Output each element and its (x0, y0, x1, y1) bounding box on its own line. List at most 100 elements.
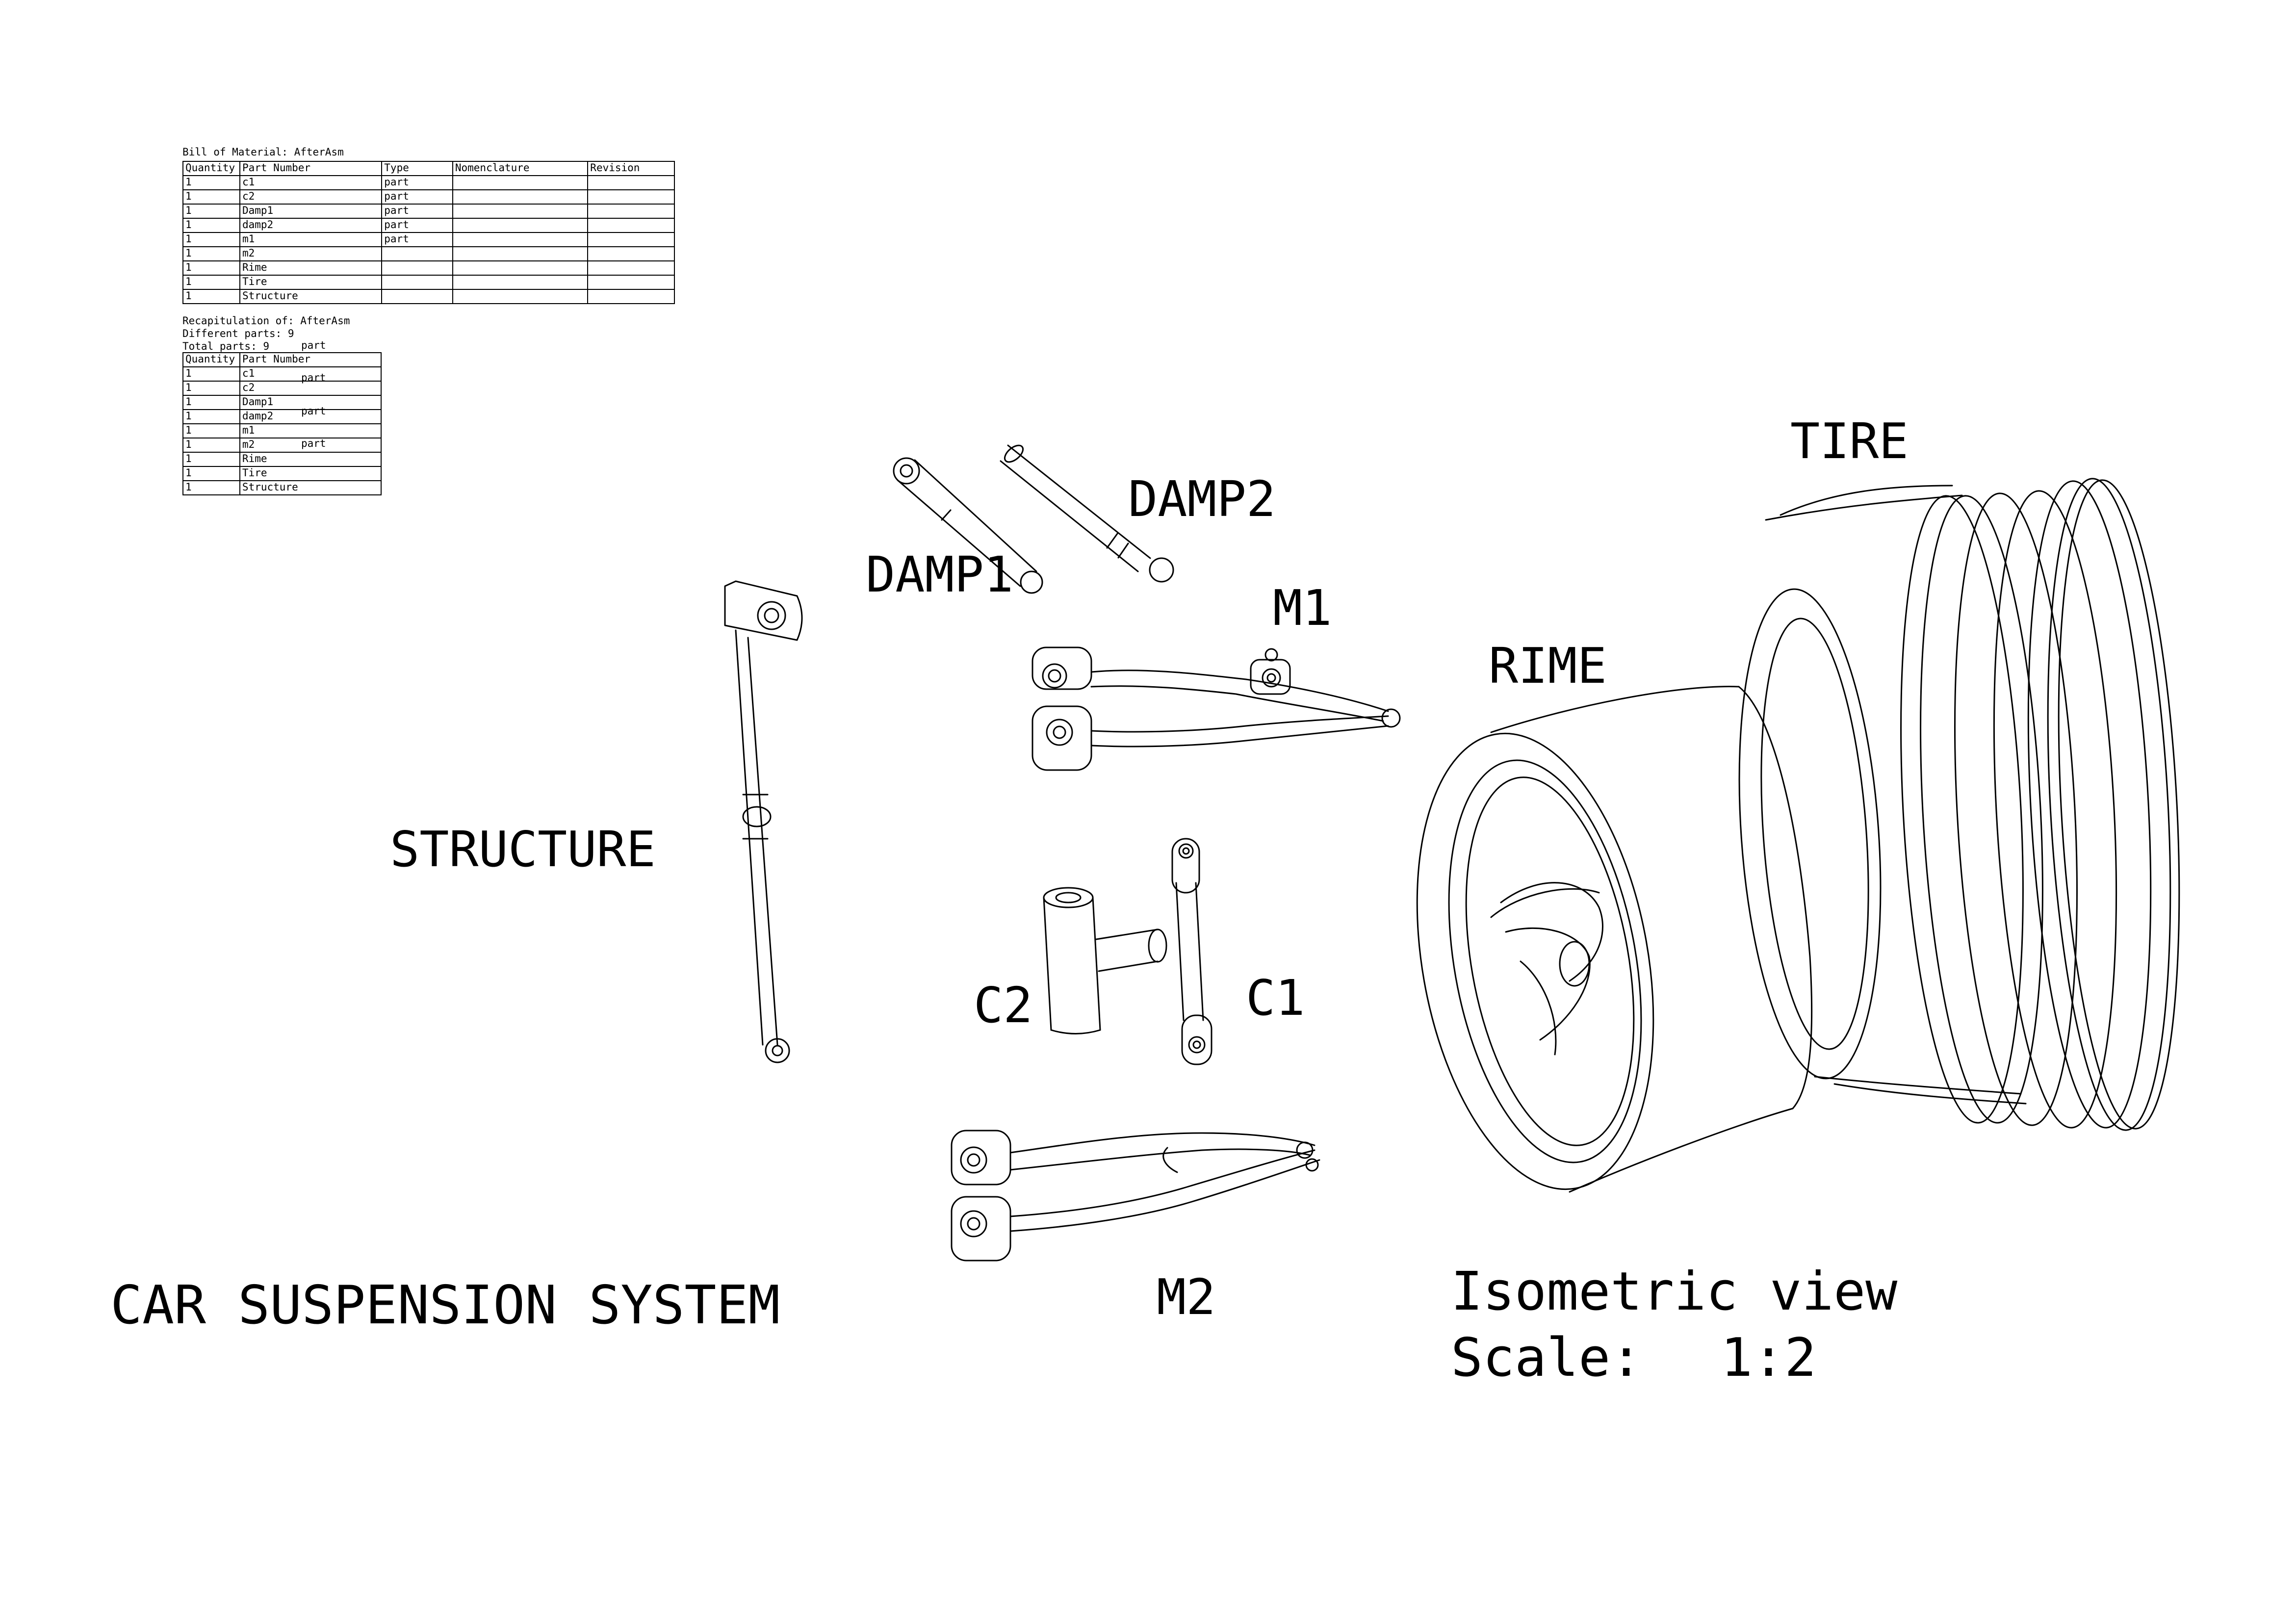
tire-part (1738, 478, 2180, 1131)
recap-different-parts: Different parts: 9 (182, 328, 294, 339)
recap-cell-part-number: damp2 (239, 409, 382, 424)
bom-cell-quantity: 1 (182, 260, 240, 276)
label-rime: RIME (1489, 637, 1607, 695)
bom-cell-type: part (381, 204, 453, 219)
bom-cell-revision (587, 175, 675, 190)
recap-header-part-number: Part Number (239, 352, 382, 367)
bom-cell-quantity: 1 (182, 189, 240, 205)
recap-cell-part-number: Rime (239, 452, 382, 467)
bom-title: Bill of Material: AfterAsm (182, 146, 344, 158)
bom-header-quantity: Quantity (182, 161, 240, 176)
bom-cell-revision (587, 218, 675, 233)
bom-cell-type (381, 246, 453, 261)
recap-total-parts: Total parts: 9 (182, 340, 270, 352)
recap-cell-part-number: Tire (239, 466, 382, 481)
label-structure: STRUCTURE (390, 821, 656, 878)
bom-cell-quantity: 1 (182, 204, 240, 219)
recap-cell-part-number: Structure (239, 480, 382, 495)
label-c1: C1 (1246, 969, 1305, 1027)
bom-cell-revision (587, 260, 675, 276)
bom-cell-quantity: 1 (182, 232, 240, 247)
bom-cell-type (381, 275, 453, 290)
recap-header-quantity: Quantity (182, 352, 240, 367)
bom-cell-quantity: 1 (182, 246, 240, 261)
label-damp2: DAMP2 (1128, 470, 1276, 528)
bom-cell-nomenclature (452, 260, 589, 276)
bom-cell-part-number: damp2 (239, 218, 383, 233)
recap-cell-quantity: 1 (182, 480, 240, 495)
recap-type-label: part (301, 339, 326, 351)
label-m1: M1 (1273, 579, 1332, 637)
bom-cell-quantity: 1 (182, 175, 240, 190)
m2-part (951, 1130, 1320, 1262)
view-name: Isometric view (1451, 1261, 1898, 1322)
bom-header-revision: Revision (587, 161, 675, 176)
damp1-part (893, 457, 1043, 594)
bom-cell-quantity: 1 (182, 275, 240, 290)
scale-label: Scale: (1451, 1327, 1643, 1389)
recap-cell-quantity: 1 (182, 409, 240, 424)
bom-cell-part-number: Structure (239, 289, 383, 304)
bom-cell-nomenclature (452, 189, 589, 205)
recap-type-label: part (301, 405, 326, 417)
bom-cell-type: part (381, 189, 453, 205)
recap-title: Recapitulation of: AfterAsm (182, 315, 350, 327)
bom-cell-quantity: 1 (182, 289, 240, 304)
bom-cell-revision (587, 204, 675, 219)
bom-cell-nomenclature (452, 204, 589, 219)
bom-cell-type (381, 289, 453, 304)
bom-cell-revision (587, 189, 675, 205)
bom-cell-revision (587, 246, 675, 261)
bom-header-row: Quantity Part Number Type Nomenclature R… (182, 161, 675, 176)
bom-cell-nomenclature (452, 275, 589, 290)
drawing-title: CAR SUSPENSION SYSTEM (110, 1275, 780, 1336)
recap-cell-quantity: 1 (182, 466, 240, 481)
bom-header-part-number: Part Number (239, 161, 383, 176)
recap-cell-quantity: 1 (182, 366, 240, 382)
bom-cell-type: part (381, 218, 453, 233)
bom-cell-quantity: 1 (182, 218, 240, 233)
recap-cell-quantity: 1 (182, 452, 240, 467)
bom-cell-nomenclature (452, 246, 589, 261)
recap-header-row: Quantity Part Number (182, 352, 382, 367)
recap-cell-quantity: 1 (182, 395, 240, 410)
recap-cell-part-number: c1 (239, 366, 382, 382)
m1-part (1032, 646, 1401, 771)
bom-cell-part-number: m2 (239, 246, 383, 261)
recap-cell-quantity: 1 (182, 381, 240, 396)
bom-cell-type (381, 260, 453, 276)
bom-cell-nomenclature (452, 232, 589, 247)
recap-cell-quantity: 1 (182, 438, 240, 453)
recap-cell-part-number: Damp1 (239, 395, 382, 410)
recap-type-label: part (301, 438, 326, 449)
bom-cell-part-number: c1 (239, 175, 383, 190)
label-tire: TIRE (1790, 412, 1909, 470)
scale-info: Scale:1:2 (1451, 1332, 1816, 1385)
label-c2: C2 (974, 977, 1033, 1034)
bom-cell-part-number: m1 (239, 232, 383, 247)
recap-type-label: part (301, 372, 326, 384)
bom-cell-type: part (381, 175, 453, 190)
label-damp1: DAMP1 (866, 546, 1014, 603)
bom-header-nomenclature: Nomenclature (452, 161, 589, 176)
bom-cell-part-number: Tire (239, 275, 383, 290)
bom-cell-revision (587, 289, 675, 304)
recap-cell-part-number: c2 (239, 381, 382, 396)
bom-cell-part-number: Rime (239, 260, 383, 276)
recap-cell-part-number: m1 (239, 423, 382, 438)
c2-part (1043, 887, 1167, 1034)
